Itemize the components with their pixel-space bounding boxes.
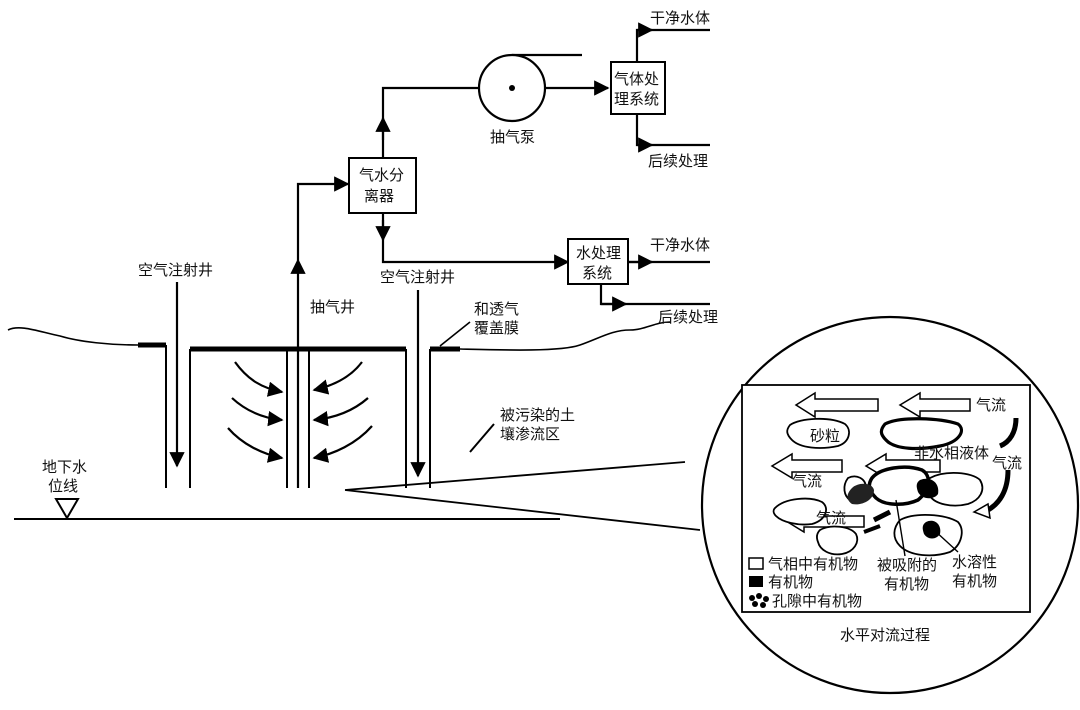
legend-gas-label: 气相中有机物 — [768, 555, 858, 573]
sand-grain-1 — [786, 417, 850, 449]
extraction-to-separator-pipe — [296, 176, 350, 260]
inset-caption: 水平对流过程 — [840, 626, 930, 644]
cover-membrane-leader — [439, 321, 471, 347]
airflow-curve-left-3 — [227, 427, 284, 463]
cover-membrane-label-2: 覆盖膜 — [474, 319, 519, 337]
gas-treatment-label-2: 理系统 — [614, 90, 659, 108]
inset-airflow-arrow-curved-1-head — [972, 502, 991, 520]
air-injection-well-right-label: 空气注射井 — [380, 268, 455, 286]
airflow-curve-right-1 — [312, 361, 363, 395]
pump-center-dot — [509, 85, 515, 91]
inset-airflow-arrow-1 — [794, 391, 879, 419]
cover-membrane-label-1: 和透气 — [474, 300, 519, 318]
air-injection-well-left-label: 空气注射井 — [138, 261, 213, 279]
contaminated-zone-label-2: 壤渗流区 — [500, 425, 560, 443]
water-table-marker — [54, 498, 80, 520]
gas-treatment-followup-outlet — [635, 114, 710, 147]
contaminated-zone-label-1: 被污染的土 — [500, 406, 575, 424]
water-treatment-followup-outlet — [599, 284, 710, 306]
followup-top-label: 后续处理 — [648, 152, 708, 170]
water-treatment-label-1: 水处理 — [576, 244, 621, 262]
inset-airflow-arrow-curved-2 — [998, 417, 1019, 449]
inset-airflow-left-label: 气流 — [792, 472, 822, 490]
legend-organic-label: 有机物 — [768, 573, 813, 591]
pump-label: 抽气泵 — [490, 128, 535, 146]
airflow-curve-right-3 — [312, 425, 373, 463]
sand-grain-6 — [816, 525, 859, 556]
napl-patch-2 — [922, 520, 941, 539]
sand-grain-2 — [879, 417, 963, 451]
separator-label-2: 离器 — [364, 187, 394, 205]
legend-pore-label: 孔隙中有机物 — [772, 592, 862, 610]
ground-surface-left — [7, 327, 139, 346]
legend-organic-swatch — [749, 576, 763, 587]
inset-airflow-right-label: 气流 — [992, 454, 1022, 472]
inset-dissolved-label-1: 水溶性 — [952, 553, 997, 571]
napl-streak-2 — [863, 524, 881, 534]
inset-dissolved-leader — [933, 529, 959, 553]
groundwater-label-1: 地下水 — [42, 458, 87, 476]
gas-treatment-clean-outlet — [635, 28, 710, 62]
water-treatment-system-box — [567, 238, 629, 285]
clean-water-top-label: 干净水体 — [650, 9, 710, 27]
inset-adsorbed-label-2: 有机物 — [884, 575, 929, 593]
gas-treatment-system-box — [610, 61, 666, 115]
separator-to-water-treatment-pipe — [381, 214, 570, 270]
sand-grain-7 — [772, 497, 827, 526]
separator-to-pump-pipe — [381, 86, 478, 160]
inset-airflow-bottom-label: 气流 — [816, 509, 846, 527]
inset-napl-label: 非水相液体 — [914, 444, 989, 462]
airflow-curve-left-1 — [234, 361, 284, 397]
legend-pore-swatch — [749, 593, 769, 608]
water-treatment-label-2: 系统 — [582, 264, 612, 282]
inset-dissolved-label-2: 有机物 — [952, 572, 997, 590]
napl-patch-1 — [916, 478, 939, 499]
extraction-well-label: 抽气井 — [310, 298, 355, 316]
clean-water-mid-label: 干净水体 — [650, 236, 710, 254]
inset-adsorbed-label-1: 被吸附的 — [877, 556, 937, 574]
airflow-curve-right-2 — [312, 397, 369, 427]
inset-airflow-arrow-2 — [898, 391, 971, 419]
airflow-curve-left-2 — [231, 397, 284, 427]
ground-surface-right — [459, 321, 671, 351]
napl-streak-1 — [872, 509, 892, 523]
contaminated-zone-leader — [469, 423, 495, 453]
inset-sand-label: 砂粒 — [810, 427, 840, 445]
pore-organic-cluster — [847, 483, 874, 505]
followup-mid-label: 后续处理 — [658, 308, 718, 326]
gas-water-separator-box — [348, 157, 417, 214]
separator-label-1: 气水分 — [359, 166, 404, 184]
inset-airflow-top-label: 气流 — [976, 396, 1006, 414]
zoom-wedge — [344, 461, 701, 531]
gas-treatment-label-1: 气体处 — [614, 70, 659, 88]
groundwater-label-2: 位线 — [48, 477, 78, 495]
inset-airflow-arrow-3 — [770, 452, 843, 480]
legend-gas-swatch — [748, 557, 764, 570]
inset-adsorbed-leader — [895, 499, 906, 557]
